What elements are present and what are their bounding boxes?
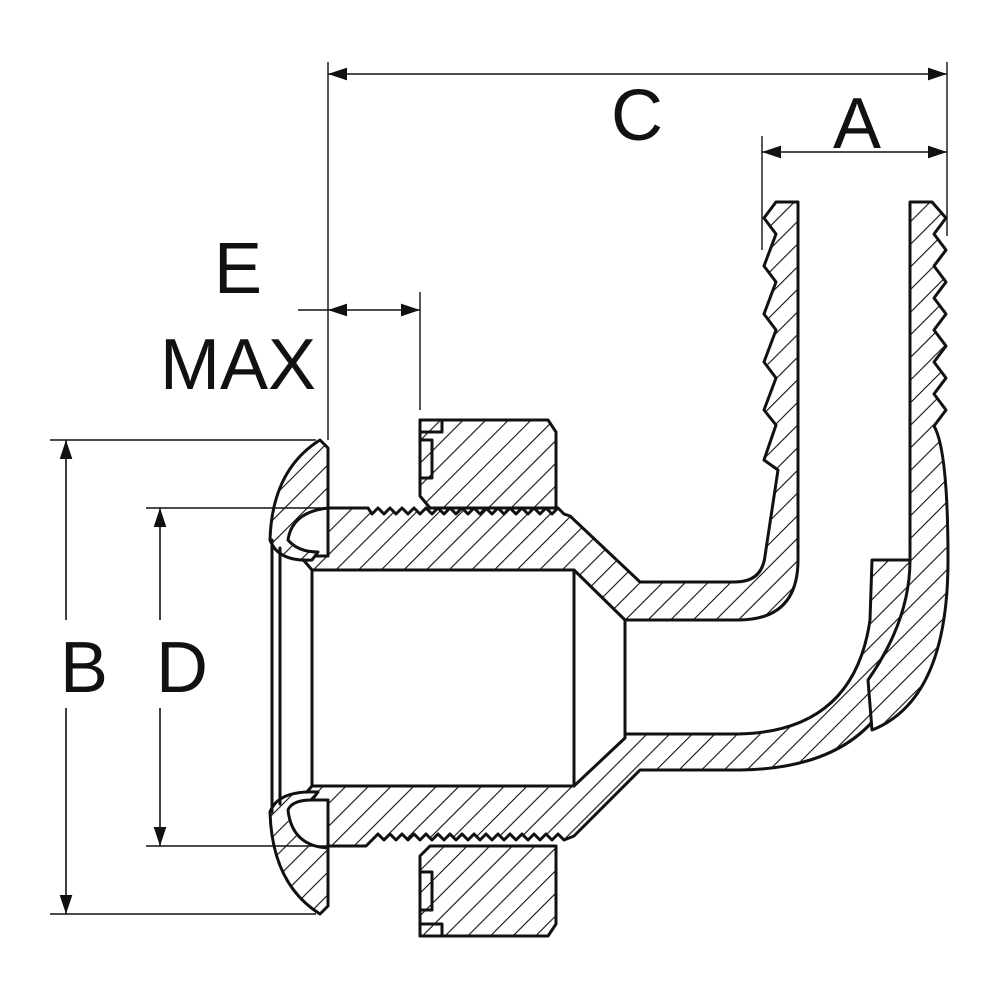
- lock-nut-lower: [418, 844, 558, 938]
- flange-lower-lip: [268, 790, 330, 916]
- lock-nut-upper-notch: [418, 438, 434, 480]
- label-e: E: [214, 229, 262, 309]
- lock-nut-lower-notch: [418, 870, 434, 912]
- body-lower-wall: [298, 558, 912, 848]
- label-b: B: [60, 628, 108, 708]
- barb-right-wall: [866, 200, 950, 732]
- flange-upper-lip: [268, 438, 330, 562]
- lock-nut-lower-chamfer: [418, 922, 444, 938]
- lock-nut-upper-chamfer: [418, 418, 444, 434]
- label-a: A: [833, 84, 881, 164]
- label-c: C: [611, 76, 663, 156]
- lock-nut-upper: [418, 418, 558, 510]
- label-d: D: [156, 628, 208, 708]
- body-upper-wall: [298, 200, 800, 622]
- label-max: MAX: [160, 325, 316, 405]
